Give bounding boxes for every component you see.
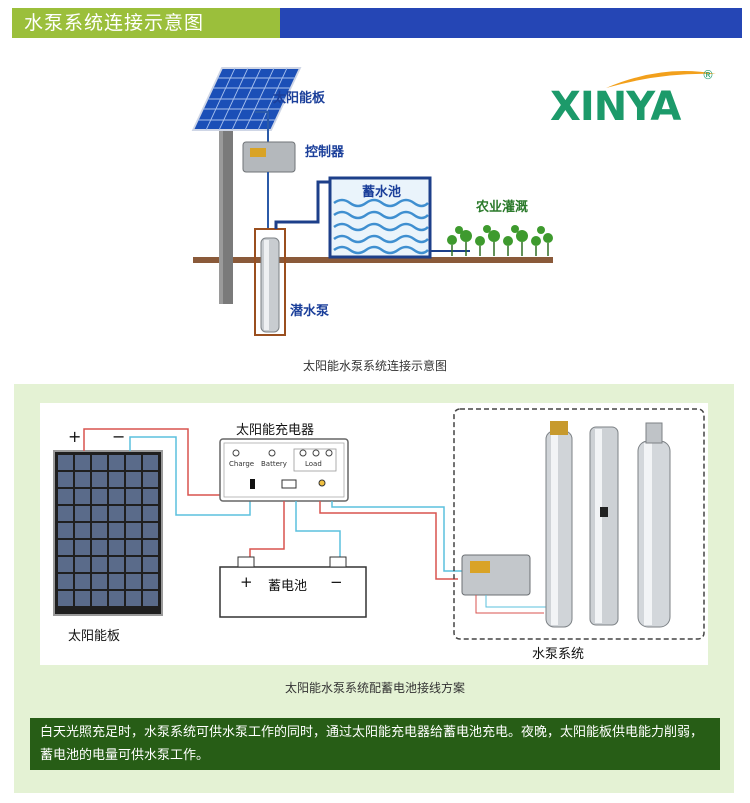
label-irrigation: 农业灌溉	[476, 200, 529, 215]
header-bar: 水泵系统连接示意图	[0, 0, 750, 44]
schematic-illustration	[191, 67, 553, 336]
wire-battery-negative	[295, 501, 341, 563]
label-solar-panel-module: 太阳能板	[68, 629, 121, 644]
brand-logo: XINYA ®	[550, 62, 730, 132]
wire-load-positive	[319, 501, 458, 580]
header-accent-blue	[280, 8, 742, 38]
caption-wiring: 太阳能水泵系统配蓄电池接线方案	[284, 681, 465, 695]
logo-registered-mark: ®	[702, 68, 714, 82]
wire-load-negative	[331, 501, 462, 572]
label-solar-panel: 太阳能板	[273, 91, 326, 106]
wiring-illustration	[53, 408, 705, 640]
logo-swoosh	[606, 71, 716, 88]
header-accent-green	[12, 8, 280, 38]
pump-graphic	[260, 237, 280, 333]
wire-panel-positive	[83, 428, 242, 496]
solar-panel-graphic	[191, 67, 302, 131]
wiring-diagram-panel: + − 太阳能充电器 Charge Battery Load + 蓄电池 − 太…	[40, 403, 708, 665]
panel-plus-sign: +	[68, 427, 82, 446]
label-reservoir: 蓄水池	[362, 185, 402, 200]
battery-minus-sign: −	[330, 573, 343, 591]
label-submersible-pump: 潜水泵	[290, 304, 330, 319]
logo-text: XINYA	[550, 84, 681, 130]
water-pipe	[274, 180, 334, 229]
label-charger: 太阳能充电器	[236, 423, 315, 438]
label-controller: 控制器	[305, 145, 345, 160]
crops-graphic	[447, 225, 553, 246]
well-casing	[254, 228, 286, 336]
wire-battery-positive	[249, 501, 285, 563]
panel-minus-sign: −	[112, 427, 126, 446]
label-load: Load	[305, 460, 322, 468]
pump-graphic-3	[637, 440, 671, 628]
battery-plus-sign: +	[240, 573, 253, 591]
wire-panel-negative	[129, 436, 251, 516]
label-battery: 蓄电池	[268, 579, 308, 594]
label-charge: Charge	[229, 460, 255, 468]
caption-schematic: 太阳能水泵系统连接示意图	[302, 359, 447, 373]
cable-panel-controller	[255, 111, 269, 142]
page-title: 水泵系统连接示意图	[24, 12, 205, 34]
battery-unit	[219, 566, 367, 618]
label-pump-system: 水泵系统	[532, 647, 585, 662]
description-box: 白天光照充足时，水泵系统可供水泵工作的同时，通过太阳能充电器给蓄电池充电。夜晚，…	[30, 718, 720, 770]
label-battery-small: Battery	[261, 460, 287, 468]
pump-system-frame	[453, 408, 705, 640]
pump-graphic-2	[589, 426, 619, 626]
ground-line	[193, 257, 553, 263]
pump-graphic-1	[545, 430, 573, 628]
charger-unit	[219, 438, 349, 502]
